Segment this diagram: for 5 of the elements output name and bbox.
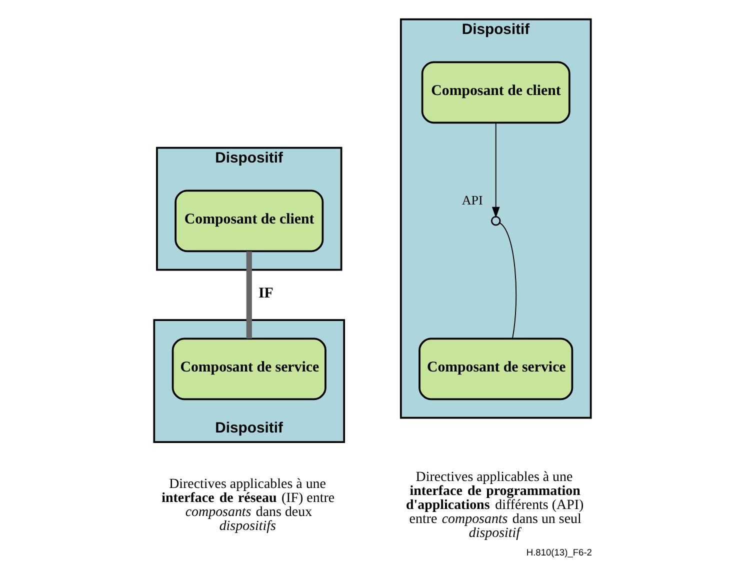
caption: H.810(13)_F6-2: [526, 548, 592, 558]
label: Directives applicables à une interface de réseau (IF) entre composants dans deux dispositifs: [162, 477, 335, 534]
label: Directives applicables à une interface de programmation d'applications différents (API) entre composants dans un seul dispositif: [406, 470, 584, 541]
node-label: API: [462, 192, 483, 208]
edge-label: IF: [258, 286, 274, 302]
